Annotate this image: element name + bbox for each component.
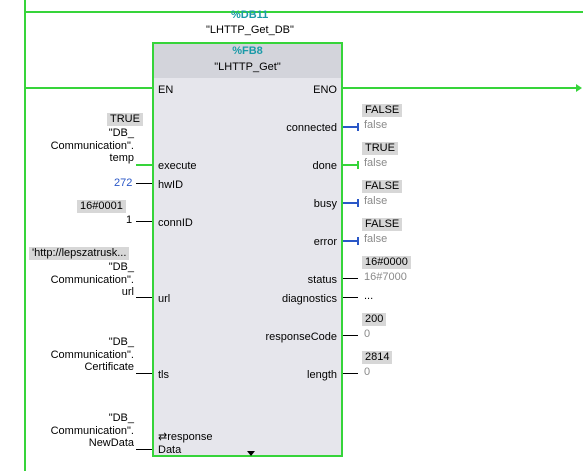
response-code-value[interactable]: 0 bbox=[364, 328, 371, 340]
done-wire bbox=[343, 164, 358, 166]
response-code-wire bbox=[343, 335, 358, 336]
done-online-value: TRUE bbox=[362, 142, 398, 155]
tls-var-line2: Communication". bbox=[50, 348, 134, 361]
tls-var-line1: "DB_ bbox=[108, 336, 134, 348]
execute-variable[interactable]: "DB_ Communication". temp bbox=[20, 127, 134, 165]
error-online-value: FALSE bbox=[362, 218, 403, 231]
pin-connected: connected bbox=[286, 122, 337, 134]
busy-value[interactable]: false bbox=[364, 195, 388, 207]
hwid-wire bbox=[136, 183, 152, 184]
block-header: %FB8 "LHTTP_Get" bbox=[154, 44, 341, 78]
pin-done: done bbox=[312, 160, 337, 172]
pin-error: error bbox=[313, 236, 337, 248]
diagnostics-wire bbox=[343, 297, 358, 298]
response-code-online-value: 200 bbox=[362, 313, 387, 326]
connected-value[interactable]: false bbox=[364, 119, 388, 131]
pin-url: url bbox=[158, 293, 171, 305]
block-type[interactable]: %FB8 bbox=[232, 45, 263, 57]
length-value[interactable]: 0 bbox=[364, 366, 371, 378]
pin-hwid: hwID bbox=[158, 179, 184, 191]
function-block[interactable]: %FB8 "LHTTP_Get" EN ENO execute hwID con… bbox=[152, 42, 343, 457]
pin-response-code: responseCode bbox=[265, 331, 337, 343]
block-title[interactable]: "LHTTP_Get" bbox=[214, 61, 281, 73]
url-online-value: 'http://lepszatrusk... bbox=[29, 247, 130, 260]
response-data-variable[interactable]: "DB_ Communication". NewData bbox=[20, 412, 134, 450]
response-data-wire bbox=[136, 449, 152, 450]
error-value[interactable]: false bbox=[364, 233, 388, 245]
pin-length: length bbox=[307, 369, 337, 381]
eno-arrow-icon bbox=[576, 84, 582, 92]
length-wire bbox=[343, 373, 358, 374]
busy-wire-cap bbox=[357, 199, 359, 207]
execute-online-value: TRUE bbox=[107, 113, 143, 126]
eno-wire bbox=[343, 87, 576, 89]
tls-var-line3: Certificate bbox=[84, 361, 134, 373]
pin-status: status bbox=[307, 274, 337, 286]
pin-tls: tls bbox=[158, 369, 169, 381]
execute-var-line3: temp bbox=[109, 152, 134, 164]
left-power-rail bbox=[24, 0, 26, 471]
pin-response-data: ⇄response Data bbox=[158, 431, 212, 457]
execute-var-line2: Communication". bbox=[50, 139, 134, 152]
url-wire bbox=[136, 297, 152, 298]
status-online-value: 16#0000 bbox=[362, 256, 411, 269]
pin-en: EN bbox=[158, 84, 174, 96]
busy-online-value: FALSE bbox=[362, 180, 403, 193]
connid-online-value: 16#0001 bbox=[77, 200, 126, 213]
url-var-line3: url bbox=[121, 286, 134, 298]
tls-wire bbox=[136, 373, 152, 374]
connid-value[interactable]: 1 bbox=[126, 214, 133, 226]
diagnostics-value[interactable]: ... bbox=[364, 290, 374, 302]
url-var-line1: "DB_ bbox=[108, 261, 134, 273]
connected-online-value: FALSE bbox=[362, 104, 403, 117]
instance-db-address[interactable]: %DB11 bbox=[231, 9, 269, 21]
hwid-value[interactable]: 272 bbox=[114, 177, 133, 189]
pin-busy: busy bbox=[313, 198, 337, 210]
instance-db-name[interactable]: "LHTTP_Get_DB" bbox=[206, 24, 294, 36]
url-var-line2: Communication". bbox=[50, 273, 134, 286]
pin-execute: execute bbox=[158, 160, 197, 172]
pin-diagnostics: diagnostics bbox=[281, 293, 337, 305]
pin-data-label: Data bbox=[158, 444, 182, 456]
error-wire-cap bbox=[357, 237, 359, 245]
done-wire-cap bbox=[357, 161, 359, 169]
en-wire bbox=[26, 87, 152, 89]
response-var-line3: NewData bbox=[88, 437, 134, 449]
pin-connid: connID bbox=[158, 217, 193, 229]
error-wire bbox=[343, 240, 358, 242]
tls-variable[interactable]: "DB_ Communication". Certificate bbox=[20, 336, 134, 374]
length-online-value: 2814 bbox=[362, 351, 393, 364]
status-wire bbox=[343, 278, 358, 279]
top-network-line bbox=[26, 11, 583, 13]
connected-wire bbox=[343, 126, 358, 128]
execute-wire bbox=[136, 164, 152, 166]
busy-wire bbox=[343, 202, 358, 204]
done-value[interactable]: false bbox=[364, 157, 388, 169]
url-variable[interactable]: "DB_ Communication". url bbox=[20, 261, 134, 299]
chevron-down-icon[interactable] bbox=[247, 451, 255, 456]
connid-wire bbox=[136, 221, 152, 222]
execute-var-line1: "DB_ bbox=[108, 127, 134, 139]
status-value[interactable]: 16#7000 bbox=[364, 271, 407, 283]
response-var-line1: "DB_ bbox=[108, 412, 134, 424]
pin-eno: ENO bbox=[313, 84, 337, 96]
response-var-line2: Communication". bbox=[50, 424, 134, 437]
pin-response-label: ⇄response bbox=[158, 431, 213, 443]
connected-wire-cap bbox=[357, 123, 359, 131]
